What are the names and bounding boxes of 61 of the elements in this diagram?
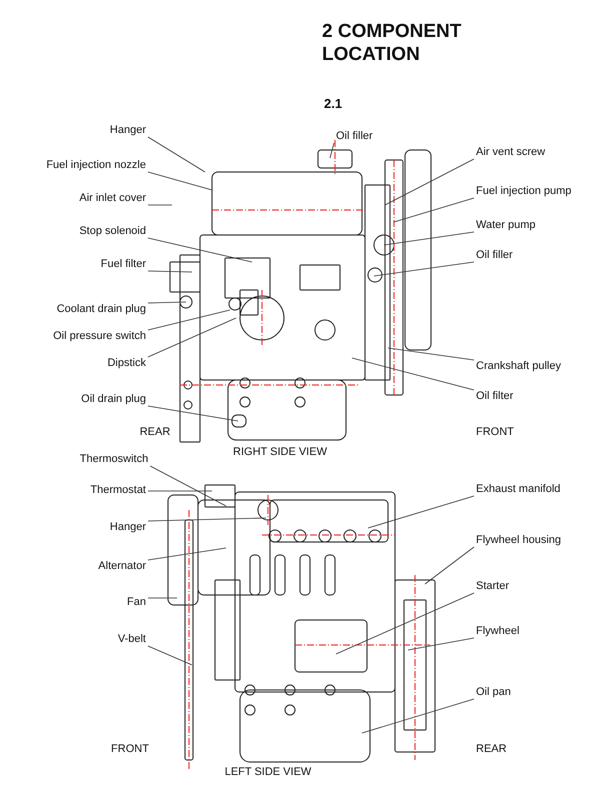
page-title: 2 COMPONENT LOCATION — [322, 20, 462, 66]
leader-line — [148, 318, 236, 358]
part-label: Alternator — [98, 560, 146, 573]
leader-line — [148, 238, 252, 262]
part-label: V-belt — [118, 633, 146, 646]
part-label: Water pump — [476, 219, 536, 232]
part-label: Dipstick — [107, 357, 146, 370]
leader-line — [394, 198, 474, 222]
part-label: Hanger — [110, 124, 146, 137]
view-direction-label: FRONT — [476, 426, 514, 439]
leader-line — [424, 546, 474, 584]
leader-line — [408, 638, 474, 650]
leader-line — [148, 548, 226, 560]
leader-line — [352, 358, 474, 390]
part-label: Hanger — [110, 521, 146, 534]
part-label: Fuel filter — [100, 258, 146, 271]
part-label: Oil pressure switch — [53, 330, 146, 343]
leader-line — [148, 646, 192, 666]
leader-line — [362, 698, 474, 734]
part-label: Coolant drain plug — [56, 303, 146, 316]
part-label: Flywheel — [476, 625, 520, 638]
leader-line — [148, 518, 266, 522]
leader-line — [148, 490, 212, 492]
leader-line — [150, 466, 226, 506]
part-label: Thermoswitch — [80, 453, 148, 466]
leader-line — [374, 262, 474, 276]
leader-line — [384, 232, 474, 246]
leader-line — [368, 496, 474, 528]
section-number: 2.1 — [324, 97, 342, 110]
part-label: Oil pan — [476, 686, 511, 699]
part-label: Thermostat — [90, 484, 146, 497]
leader-line — [148, 406, 238, 422]
part-label: Exhaust manifold — [476, 483, 560, 496]
leader-line — [388, 348, 474, 360]
part-label: Air inlet cover — [79, 192, 146, 205]
view-direction-label: REAR — [140, 426, 170, 439]
part-label: Crankshaft pulley — [476, 360, 561, 373]
leader-line — [330, 142, 334, 158]
part-label: Oil filler — [476, 249, 513, 262]
part-label: Oil filter — [476, 390, 514, 403]
part-label: Oil filler — [336, 130, 373, 143]
view-direction-label: FRONT — [111, 743, 149, 756]
part-label: Oil drain plug — [81, 393, 146, 406]
leader-line — [148, 204, 172, 206]
leader-line — [148, 136, 206, 172]
part-label: Stop solenoid — [79, 225, 146, 238]
part-label: Fuel injection pump — [476, 185, 572, 198]
view-direction-label: REAR — [476, 743, 507, 756]
part-label: Air vent screw — [476, 146, 546, 159]
leader-line — [384, 158, 474, 206]
leader-line — [148, 172, 212, 190]
part-label: Fan — [127, 596, 146, 609]
view-caption: LEFT SIDE VIEW — [224, 766, 312, 779]
part-label: Fuel injection nozzle — [46, 159, 146, 172]
leader-line — [148, 302, 186, 304]
leader-line — [336, 592, 474, 654]
part-label: Starter — [476, 580, 510, 593]
leader-line — [148, 270, 192, 272]
part-label: Flywheel housing — [476, 534, 561, 547]
leader-line — [148, 310, 230, 330]
view-caption: RIGHT SIDE VIEW — [233, 446, 327, 459]
